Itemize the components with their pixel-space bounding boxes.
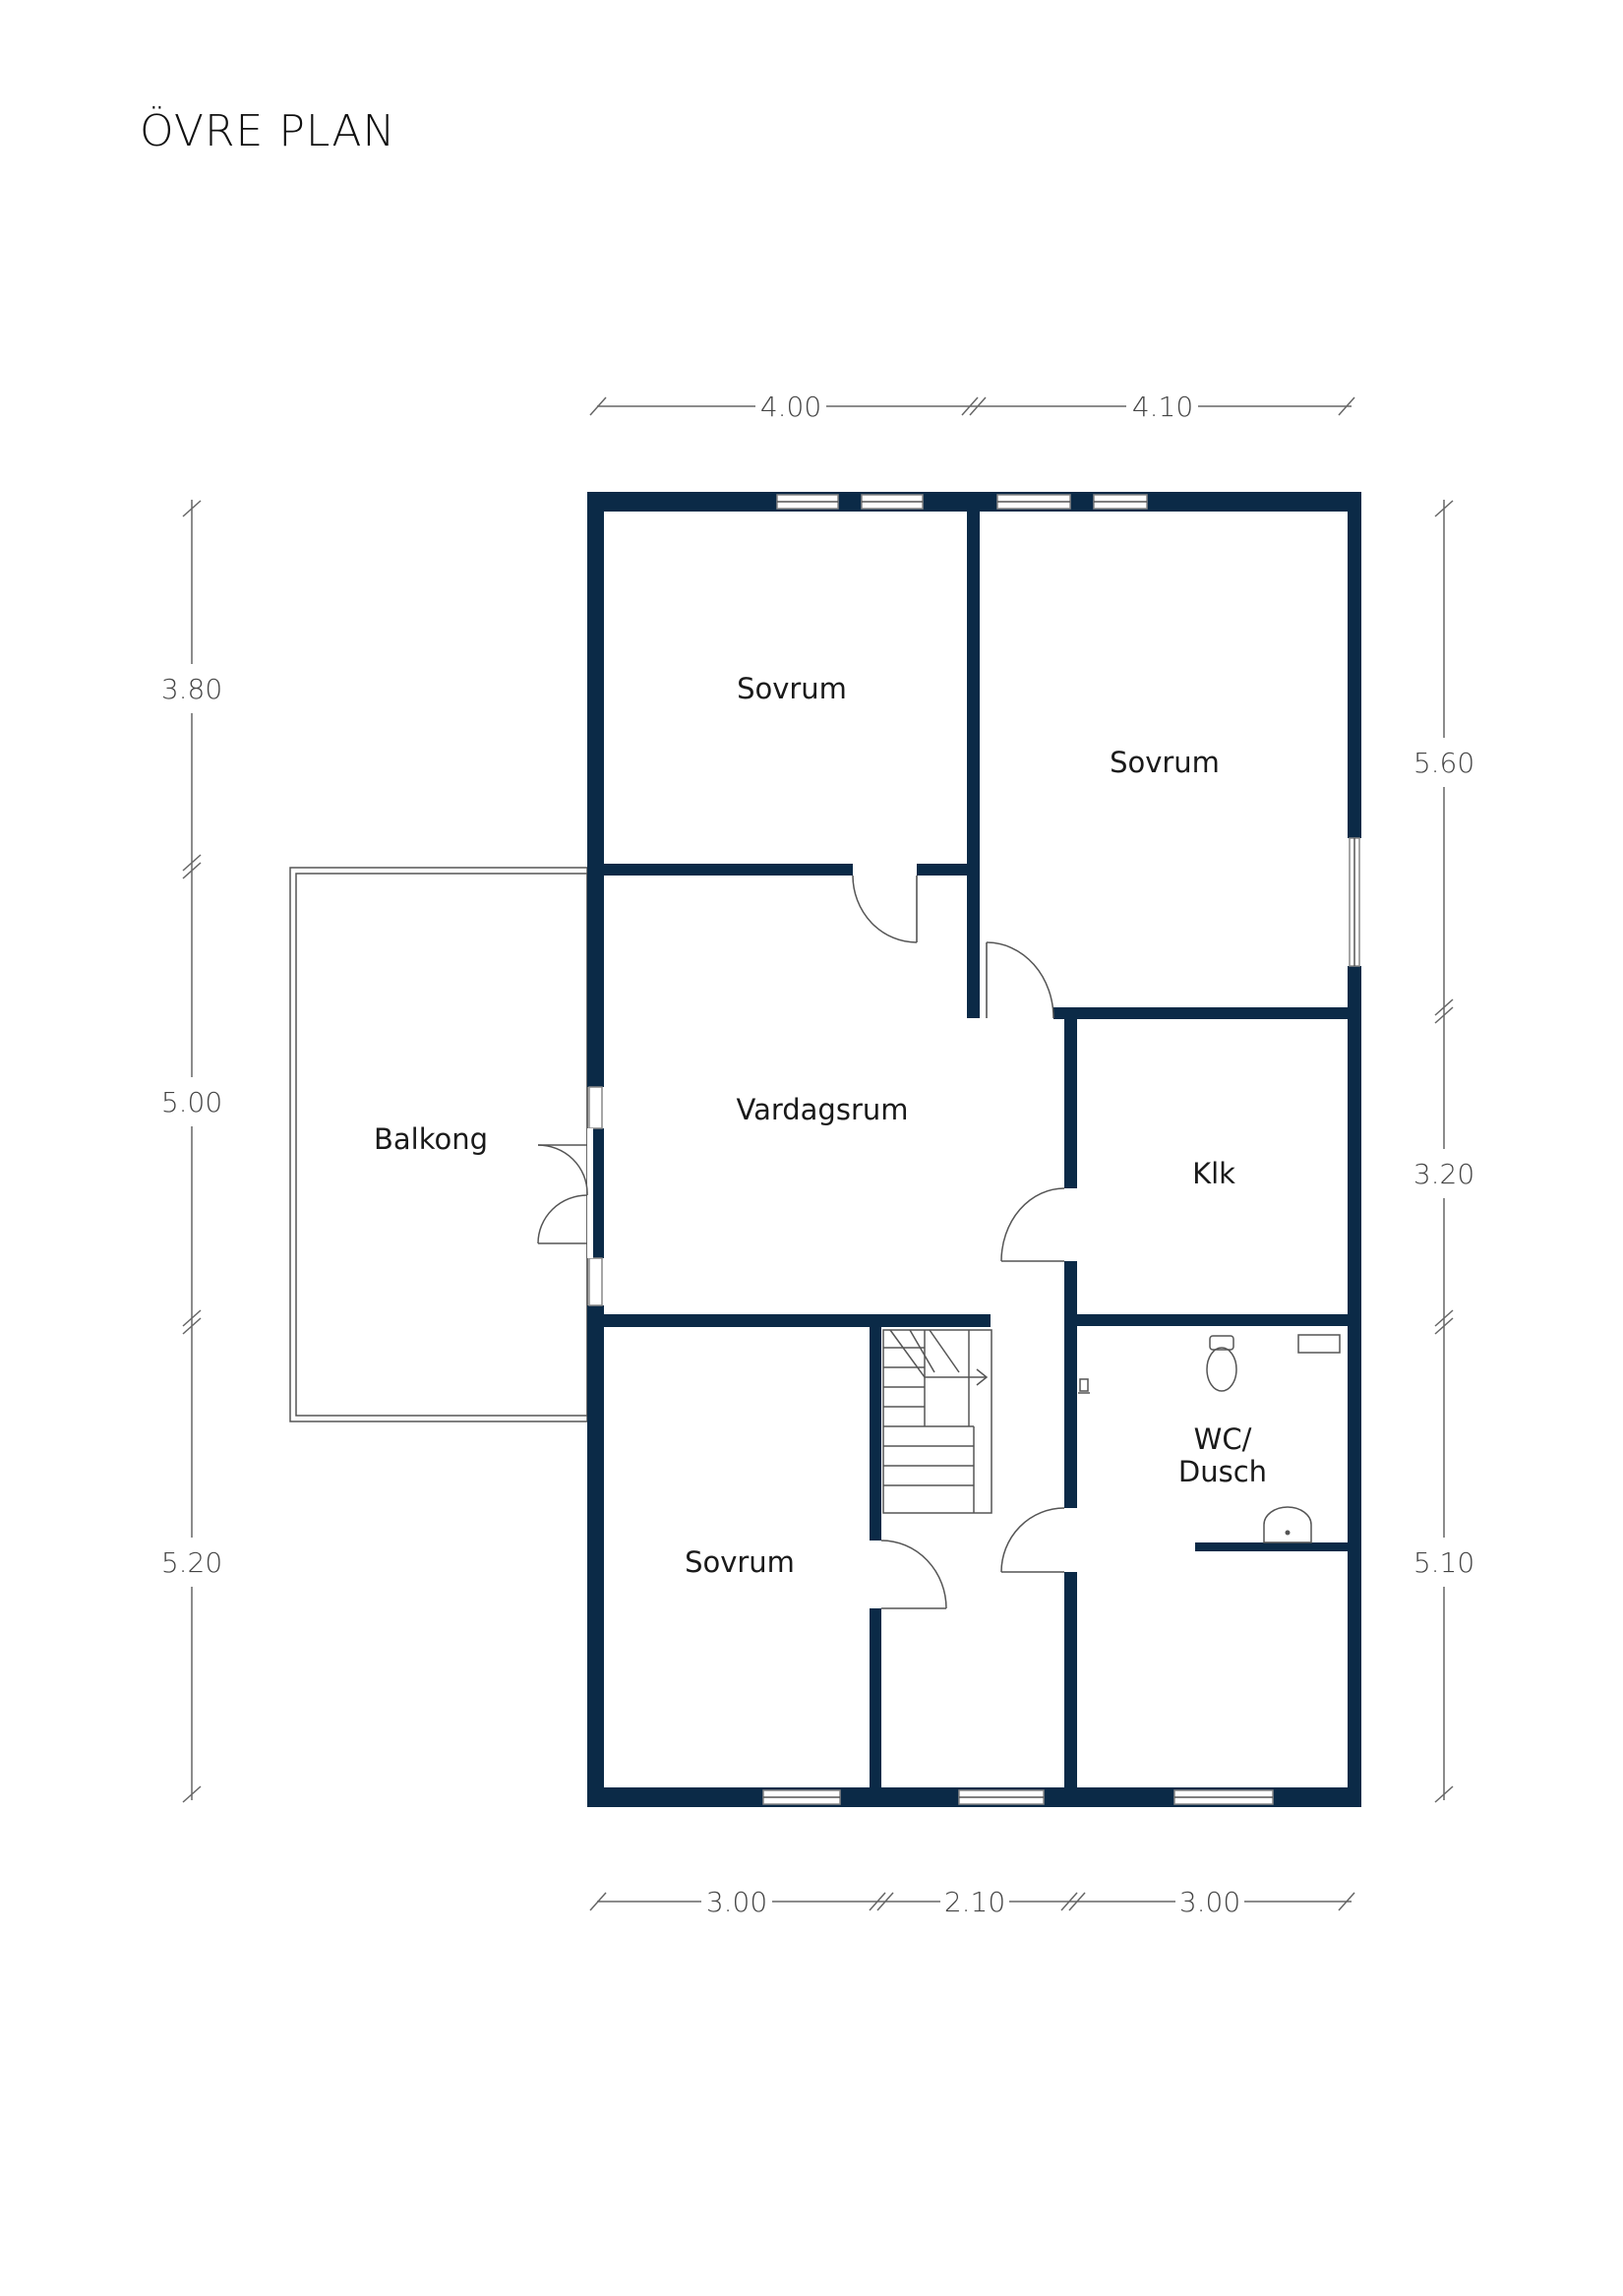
staircase [882, 1329, 992, 1514]
room-label-wc: WC/ [1194, 1422, 1252, 1456]
dimension-bottom-1: 3.00 [706, 1886, 767, 1918]
dimension-right-2: 3.20 [1413, 1158, 1474, 1190]
door-sovrum-top-left [852, 875, 918, 943]
dimension-left-3: 5.20 [161, 1546, 222, 1579]
window-left-1 [588, 1086, 603, 1129]
room-label-balkong: Balkong [374, 1122, 488, 1156]
dimension-left-2: 5.00 [161, 1086, 222, 1118]
dimension-bottom: 3.00 2.10 3.00 [589, 1886, 1355, 1918]
window-right [1349, 837, 1360, 967]
room-label-vardagsrum: Vardagsrum [736, 1093, 908, 1126]
dimension-right-1: 5.60 [1413, 747, 1474, 779]
door-wc [1000, 1507, 1065, 1573]
window-top-2 [861, 494, 924, 510]
room-label-klk: Klk [1192, 1157, 1235, 1190]
doors [537, 875, 1065, 1609]
dimension-top-1: 4.00 [760, 391, 821, 423]
sink [1263, 1506, 1312, 1543]
window-bottom-2 [958, 1789, 1045, 1805]
room-label-sovrum-top-right: Sovrum [1110, 746, 1220, 779]
dimension-top: 4.00 4.10 [589, 391, 1355, 423]
window-bottom-3 [1173, 1789, 1274, 1805]
dimension-top-2: 4.10 [1132, 391, 1193, 423]
dimension-left-1: 3.80 [161, 673, 222, 705]
door-balcony [537, 1128, 593, 1258]
window-top-4 [1093, 494, 1148, 510]
door-klk [1000, 1187, 1065, 1262]
window-top-3 [996, 494, 1071, 510]
window-top-1 [776, 494, 839, 510]
windows [588, 494, 1360, 1805]
room-label-sovrum-top-left: Sovrum [737, 672, 847, 705]
door-sovrum-bottom-left [880, 1540, 947, 1609]
interior-walls [587, 492, 1361, 1807]
window-bottom-1 [762, 1789, 841, 1805]
bathroom-cabinet [1297, 1334, 1341, 1354]
door-sovrum-top-right [986, 941, 1054, 1019]
dimension-bottom-3: 3.00 [1179, 1886, 1240, 1918]
dimension-right-3: 5.10 [1413, 1546, 1474, 1579]
bathroom-fixture-small [1078, 1378, 1090, 1394]
room-label-dusch: Dusch [1178, 1455, 1267, 1488]
plan-title: ÖVRE PLAN [140, 106, 396, 156]
toilet [1206, 1335, 1237, 1392]
dimension-right: 5.60 3.20 5.10 [1413, 500, 1474, 1803]
room-label-sovrum-bottom-left: Sovrum [685, 1545, 795, 1579]
dimension-bottom-2: 2.10 [944, 1886, 1005, 1918]
dimension-left: 3.80 5.00 5.20 [161, 500, 222, 1803]
window-left-2 [588, 1257, 603, 1306]
